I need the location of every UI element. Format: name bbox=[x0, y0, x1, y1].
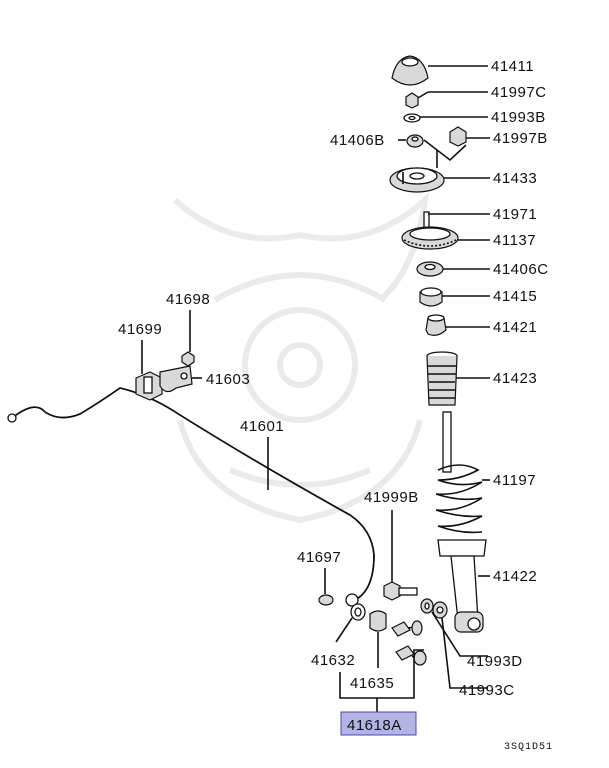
label-41997C[interactable]: 41997C bbox=[491, 84, 547, 101]
label-41699[interactable]: 41699 bbox=[118, 321, 162, 338]
part-41993D-washer[interactable] bbox=[420, 598, 434, 614]
callout-labels: 41411 41997C 41993B 41406B 41997B 41433 … bbox=[118, 58, 553, 753]
label-41997B[interactable]: 41997B bbox=[493, 130, 548, 147]
part-41406C-washer[interactable] bbox=[416, 261, 444, 277]
label-41618A[interactable]: 41618A bbox=[347, 717, 402, 734]
label-41415[interactable]: 41415 bbox=[493, 288, 537, 305]
label-41433[interactable]: 41433 bbox=[493, 170, 537, 187]
diagram-code: 3SQ1D51 bbox=[504, 742, 553, 753]
shock-rod bbox=[442, 411, 452, 473]
label-41137[interactable]: 41137 bbox=[493, 232, 536, 249]
part-41197-coil-spring[interactable] bbox=[435, 464, 483, 534]
part-41699-bushing[interactable] bbox=[135, 371, 163, 401]
part-41137-spring-seat[interactable] bbox=[401, 226, 459, 250]
label-41197[interactable]: 41197 bbox=[493, 472, 536, 489]
part-41632-bushing[interactable] bbox=[350, 603, 366, 621]
watermark-emblem bbox=[172, 192, 430, 524]
part-41411-cap[interactable] bbox=[391, 55, 429, 86]
label-41999B[interactable]: 41999B bbox=[364, 489, 419, 506]
highlight-box-41618A[interactable] bbox=[340, 711, 417, 736]
label-41421[interactable]: 41421 bbox=[493, 319, 537, 336]
part-41603-bracket[interactable] bbox=[159, 365, 193, 393]
label-41603[interactable]: 41603 bbox=[206, 371, 250, 388]
label-41635[interactable]: 41635 bbox=[350, 675, 394, 692]
part-41422-shock-body[interactable] bbox=[437, 539, 487, 633]
part-41433-strut-mount[interactable] bbox=[389, 150, 445, 193]
label-41971[interactable]: 41971 bbox=[493, 206, 537, 223]
stabilizer-link-rods[interactable] bbox=[391, 620, 427, 666]
label-41406C[interactable]: 41406C bbox=[493, 261, 549, 278]
part-41421-bump-stop[interactable] bbox=[425, 314, 447, 336]
part-41406B-washer[interactable] bbox=[406, 134, 424, 148]
part-41601-stabilizer-bar[interactable] bbox=[7, 387, 375, 607]
label-41698[interactable]: 41698 bbox=[166, 291, 210, 308]
label-41411[interactable]: 41411 bbox=[491, 58, 534, 75]
leader-lines bbox=[141, 65, 490, 712]
part-41415-bump-cup[interactable] bbox=[419, 287, 443, 307]
part-41999B-bolt[interactable] bbox=[383, 581, 418, 601]
label-41993C[interactable]: 41993C bbox=[459, 682, 515, 699]
part-41635-bushing[interactable] bbox=[369, 610, 387, 632]
part-41698-bolt[interactable] bbox=[181, 351, 195, 367]
part-41997C-nut[interactable] bbox=[405, 92, 419, 109]
label-41422[interactable]: 41422 bbox=[493, 568, 537, 585]
label-41601[interactable]: 41601 bbox=[240, 418, 284, 435]
label-41632[interactable]: 41632 bbox=[311, 652, 355, 669]
label-41406B[interactable]: 41406B bbox=[330, 132, 385, 149]
label-41697[interactable]: 41697 bbox=[297, 549, 341, 566]
part-41423-dust-boot[interactable] bbox=[426, 351, 458, 406]
label-41993B[interactable]: 41993B bbox=[491, 109, 546, 126]
label-41423[interactable]: 41423 bbox=[493, 370, 537, 387]
part-41993C-washer[interactable] bbox=[432, 601, 448, 619]
label-41993D[interactable]: 41993D bbox=[467, 653, 523, 670]
part-41697-nut[interactable] bbox=[318, 594, 334, 606]
part-41997B-nut[interactable] bbox=[449, 126, 467, 147]
part-41993B-washer[interactable] bbox=[403, 113, 421, 123]
